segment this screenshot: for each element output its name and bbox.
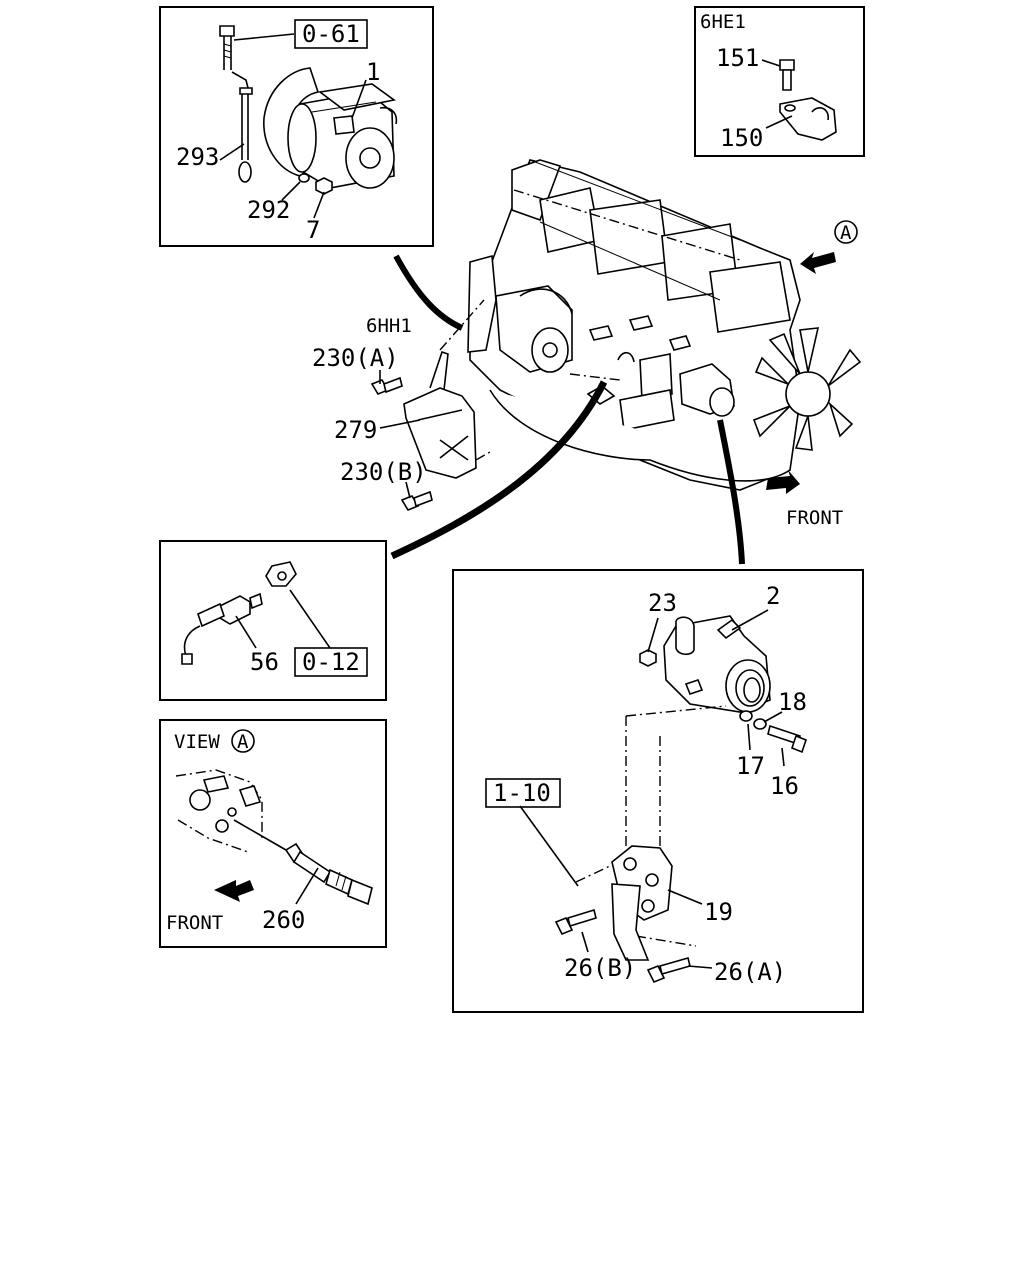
- sensor-56-illustration: [181, 592, 263, 665]
- bolt-26a-illustration: [646, 957, 691, 984]
- callout-2: 2: [766, 582, 780, 610]
- front-arrow-main: FRONT: [766, 470, 843, 529]
- bolt-230a-illustration: [370, 376, 403, 395]
- fan-illustration: [752, 327, 862, 451]
- alternator-2-illustration: [663, 615, 771, 713]
- variant-6hh1-label: 6HH1: [366, 315, 412, 337]
- view-arrow-a: A: [800, 220, 858, 274]
- block-fragment-illustration: [175, 769, 263, 853]
- ref-box-1-10: [485, 778, 561, 808]
- callout-26b: 26(B): [564, 954, 636, 982]
- callout-0-12: 0-12: [302, 648, 360, 676]
- callout-18: 18: [778, 688, 807, 716]
- connector-lines: [390, 254, 745, 565]
- sensor-panel: 56 0-12: [159, 540, 387, 701]
- nut-23-illustration: [639, 649, 657, 667]
- front-label-main: FRONT: [786, 507, 843, 529]
- callout-279: 279: [334, 416, 377, 444]
- bolt-151-illustration: [779, 59, 795, 91]
- callout-16: 16: [770, 772, 799, 800]
- bolt-illustration: [219, 25, 235, 70]
- callout-56: 56: [250, 648, 279, 676]
- callout-17: 17: [736, 752, 765, 780]
- bolt-16-illustration: [767, 724, 807, 754]
- callout-7: 7: [306, 216, 320, 244]
- engine-illustration: [467, 159, 862, 491]
- sensor-260-illustration: [284, 842, 373, 906]
- callout-1-10: 1-10: [493, 779, 551, 807]
- 6he1-panel: 6HE1 151 150: [694, 6, 865, 157]
- bolt-230b-illustration: [400, 490, 433, 511]
- nut-illustration: [315, 177, 333, 195]
- view-a-panel: VIEW A FRONT 260: [159, 719, 387, 948]
- callout-260: 260: [262, 906, 305, 934]
- callout-230b: 230(B): [340, 458, 427, 486]
- washer-17-illustration: [739, 710, 753, 722]
- alternator-panel: 23 2 18 17 16 1-10 19 26(B) 26(A): [452, 569, 864, 1013]
- callout-0-61: 0-61: [302, 20, 360, 48]
- bracket-279-illustration: [403, 299, 491, 479]
- view-label: VIEW: [174, 731, 220, 753]
- ref-box-0-61: [294, 19, 368, 49]
- washer-18-illustration: [753, 718, 767, 730]
- callout-292: 292: [247, 196, 290, 224]
- view-circle-letter: A: [237, 731, 249, 753]
- callout-230a: 230(A): [312, 344, 399, 372]
- bracket-19-illustration: [611, 845, 673, 961]
- callout-26a: 26(A): [714, 958, 786, 986]
- variant-6he1-label: 6HE1: [700, 11, 746, 33]
- washer-illustration: [298, 173, 310, 183]
- front-label-view: FRONT: [166, 912, 223, 934]
- callout-19: 19: [704, 898, 733, 926]
- cable-illustration: [231, 71, 253, 183]
- arrow-a-letter: A: [840, 222, 852, 244]
- bolt-26b-illustration: [554, 908, 597, 936]
- callout-1: 1: [366, 58, 380, 86]
- callout-23: 23: [648, 589, 677, 617]
- callout-151: 151: [716, 44, 759, 72]
- callout-293: 293: [176, 143, 219, 171]
- starter-panel: 0-61 1 293 292 7: [159, 6, 434, 247]
- 6hh1-bracket-group: 6HH1 230(A) 279 230(B): [312, 299, 491, 511]
- plug-illustration: [265, 561, 297, 587]
- clamp-150-illustration: [779, 97, 837, 141]
- starter-motor-illustration: [263, 67, 398, 189]
- ref-box-0-12: [294, 647, 368, 677]
- callout-150: 150: [720, 124, 763, 152]
